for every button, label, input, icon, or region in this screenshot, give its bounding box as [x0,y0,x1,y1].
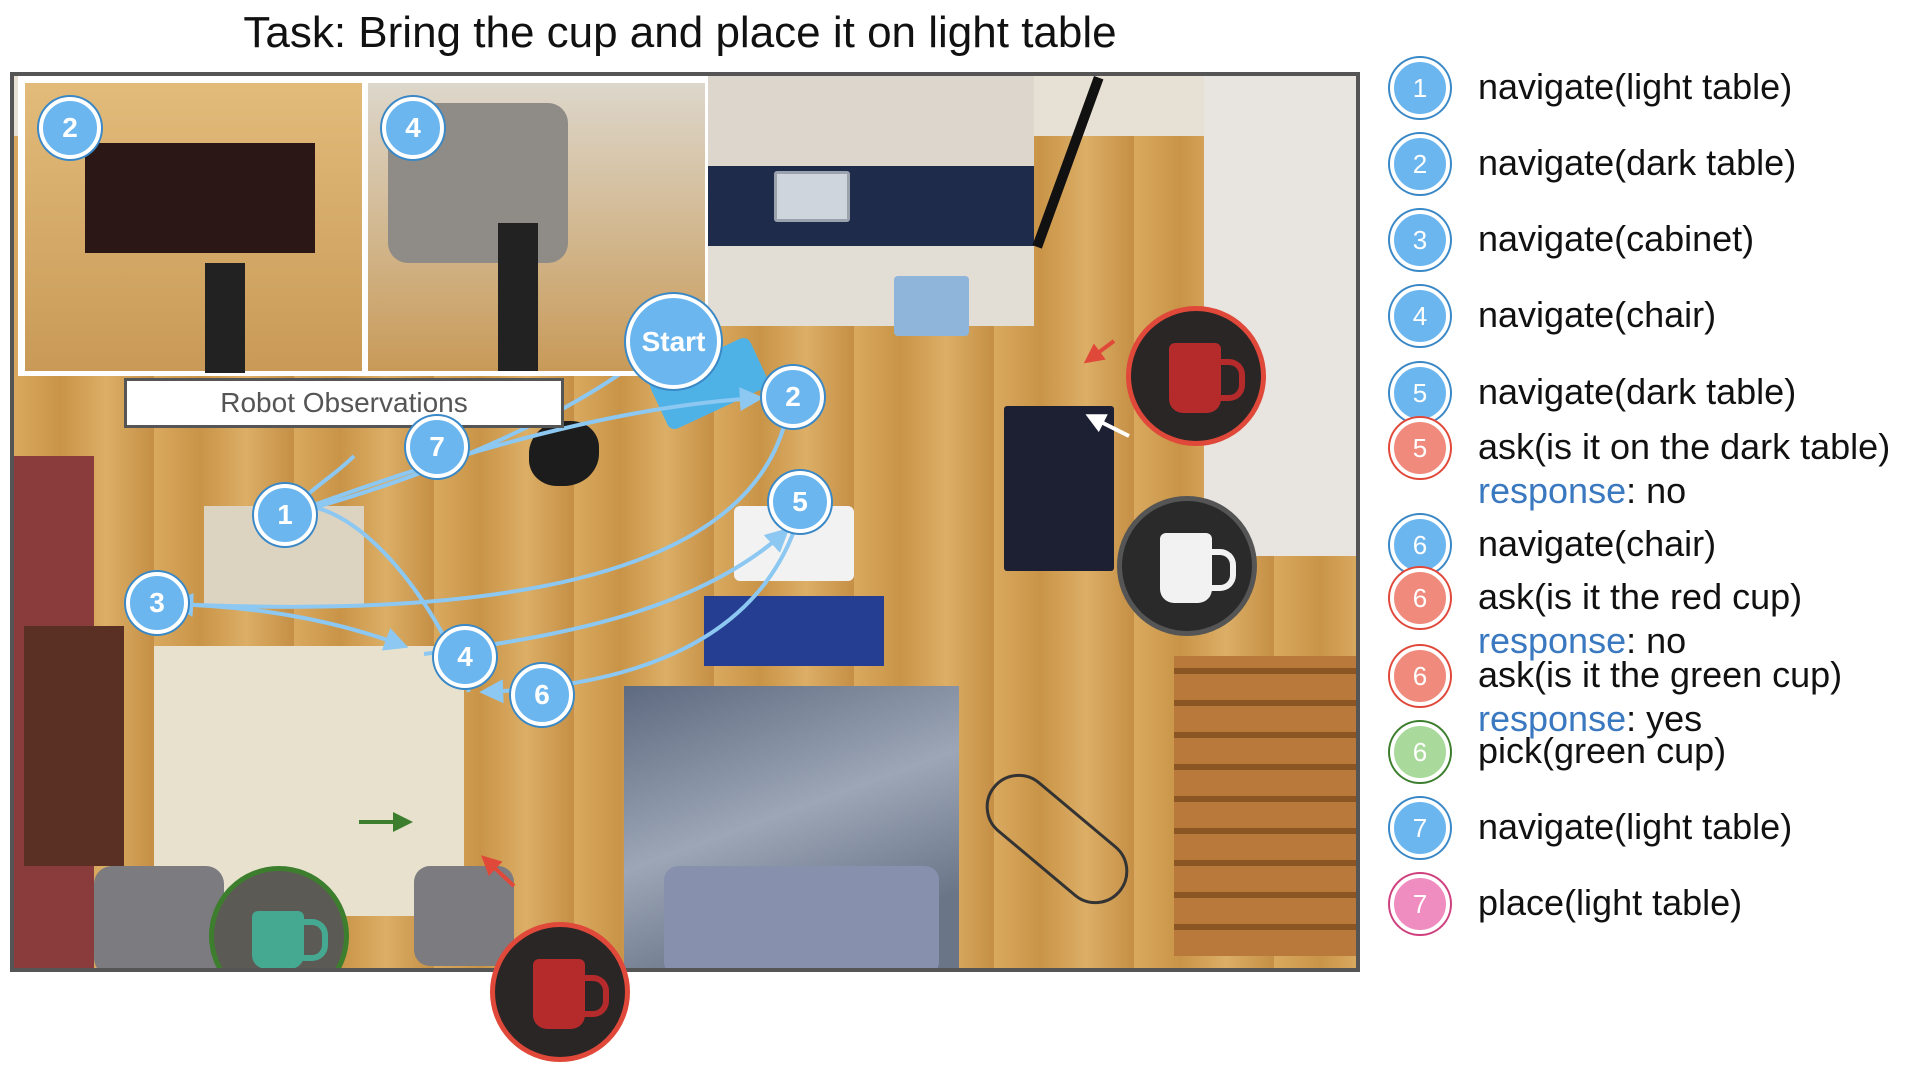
zoom-red-cup-chair [490,922,630,1062]
legend-action-text: ask(is it the green cup) [1478,654,1843,695]
legend-action-text: navigate(chair) [1478,294,1717,335]
response-key: response [1478,620,1627,661]
kitchen-counter [704,166,1034,246]
robot-arm [205,263,245,373]
legend-step-marker: 5 [1390,363,1450,423]
response-key: response [1478,470,1627,511]
legend-step-marker: 6 [1390,646,1450,706]
pointer-red-cup-chair [481,855,516,888]
path-marker-6: 6 [511,664,573,726]
white-cup [1160,533,1212,603]
red-cup-handle [581,975,609,1017]
path-marker-4: 4 [434,626,496,688]
plant [529,421,599,486]
response-value: : yes [1626,698,1703,739]
kitchen-lower-cabinets [704,246,1034,326]
legend-step-marker: 2 [1390,134,1450,194]
path-3-to-4 [168,602,409,651]
robot-observations-panel: 2 4 [18,76,708,376]
pointer-white-cup [1085,414,1130,438]
red-cup [1169,343,1221,413]
legend-step-marker: 5 [1390,418,1450,478]
legend-response: response: yes [1478,698,1702,740]
legend-step-marker: 7 [1390,874,1450,934]
response-value: : no [1626,470,1687,511]
small-rug [894,276,969,336]
red-cup-handle [1217,359,1245,401]
legend-action-text: place(light table) [1478,882,1743,923]
robot-arm [498,223,538,371]
legend-action-text: navigate(light table) [1478,806,1793,847]
legend-step-marker: 6 [1390,722,1450,782]
legend-step-marker: 3 [1390,210,1450,270]
stairs [1174,656,1356,956]
legend-action-text: ask(is it the red cup) [1478,576,1803,617]
green-cup [252,911,304,968]
legend-step-marker: 7 [1390,798,1450,858]
legend-action-text: navigate(dark table) [1478,142,1797,183]
legend-step-marker: 1 [1390,58,1450,118]
path-marker-3: 3 [126,572,188,634]
path-marker-5: 5 [769,471,831,533]
zoom-white-cup [1117,496,1257,636]
dark-table [1004,406,1114,571]
green-cup-handle [300,919,328,961]
path-2-to-3 [169,425,786,617]
path-1-to-2 [283,387,764,518]
start-marker: Start [626,294,721,389]
observation-marker-4: 4 [382,97,444,159]
legend-action-text: pick(green cup) [1478,730,1727,771]
legend-step-marker: 4 [1390,286,1450,346]
path-marker-2: 2 [762,366,824,428]
red-cup [533,959,585,1029]
response-value: : no [1626,620,1687,661]
legend-response: response: no [1478,470,1686,512]
observed-dark-table [85,143,315,253]
observation-marker-2: 2 [39,97,101,159]
robot-observations-caption: Robot Observations [124,378,564,428]
sofa [664,866,939,968]
blue-mat [704,596,884,666]
cabinet [24,626,124,866]
armchair-right [414,866,514,966]
zoom-red-cup-table [1126,306,1266,446]
legend-response: response: no [1478,620,1686,662]
sink [774,171,850,222]
response-key: response [1478,698,1627,739]
legend-step-marker: 6 [1390,568,1450,628]
legend-action-text: navigate(cabinet) [1478,218,1755,259]
legend-action-text: navigate(light table) [1478,66,1793,107]
legend-action-text: ask(is it on the dark table) [1478,426,1891,467]
legend-action-text: navigate(chair) [1478,523,1717,564]
path-marker-1: 1 [254,484,316,546]
pointer-red-cup-table [1083,339,1116,364]
path-marker-7: 7 [406,416,468,478]
legend-step-marker: 6 [1390,515,1450,575]
observation-image-dark-table: 2 [25,83,362,373]
zoom-green-cup [209,866,349,968]
white-cup-handle [1208,549,1236,591]
armchair-left [94,866,224,968]
scene-top-down-view: 2 4 Robot Observations Start 1 2 3 4 5 6… [10,72,1360,972]
legend-action-text: navigate(dark table) [1478,371,1797,412]
task-title: Task: Bring the cup and place it on ligh… [243,8,1117,57]
